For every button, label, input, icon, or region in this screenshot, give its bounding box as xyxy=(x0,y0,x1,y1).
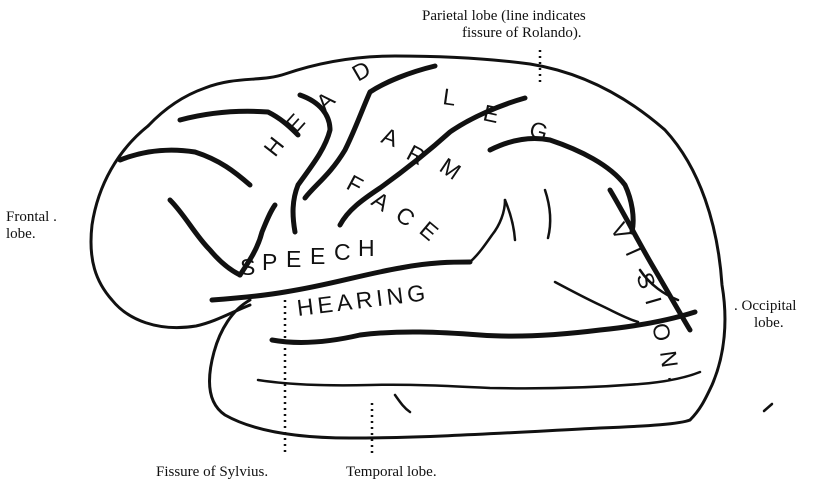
caption-frontal-line1: Frontal . xyxy=(6,209,57,225)
temporal-occipital-branch xyxy=(555,282,638,322)
superior-frontal-sulcus xyxy=(180,111,298,135)
caption-temporal: Temporal lobe. xyxy=(346,464,437,480)
label-head-2: E xyxy=(280,107,311,137)
label-face-4: E xyxy=(415,216,445,247)
label-face-3: C xyxy=(391,201,421,233)
print-mark xyxy=(764,404,772,411)
label-arm-1: A xyxy=(378,122,403,152)
label-head-1: H xyxy=(258,130,290,161)
label-leg-2: E xyxy=(481,99,503,128)
inferior-frontal-sulcus xyxy=(120,150,250,185)
frontal-branch xyxy=(170,200,240,275)
parietal-small-sulcus-1 xyxy=(505,200,515,240)
label-vision-5: O xyxy=(647,321,677,346)
caption-frontal-line2: lobe. xyxy=(6,226,36,242)
caption-occipital-line1: . Occipital xyxy=(734,298,796,314)
parietal-small-sulcus-2 xyxy=(545,190,550,238)
temporal-outline xyxy=(210,300,690,438)
supramarginal-sulcus xyxy=(470,200,505,262)
label-speech-6: H xyxy=(358,235,377,261)
label-speech-4: E xyxy=(310,243,327,269)
label-speech-3: E xyxy=(286,246,303,272)
label-vision-2: I xyxy=(620,243,647,261)
caption-occipital-line2: lobe. xyxy=(754,315,784,331)
label-vision-6: N xyxy=(655,349,683,371)
brain-outline xyxy=(91,56,725,438)
label-arm-3: M xyxy=(435,153,467,186)
occipital-sulcus xyxy=(610,190,690,330)
label-speech-2: P xyxy=(262,249,279,275)
inferior-temporal-sulcus xyxy=(258,372,700,388)
label-speech-5: C xyxy=(334,239,353,265)
label-vision-7: . xyxy=(663,374,690,385)
label-head-3: A xyxy=(311,85,341,116)
caption-parietal-line1: Parietal lobe (line indicates xyxy=(422,8,586,24)
label-vision-4: I xyxy=(640,294,667,309)
temporal-small-sulcus xyxy=(395,395,410,412)
label-vision-3: S xyxy=(631,269,661,294)
caption-parietal-line2: fissure of Rolando). xyxy=(462,25,582,41)
caption-sylvius: Fissure of Sylvius. xyxy=(156,464,268,480)
label-speech-1: S xyxy=(240,254,257,280)
superior-temporal-sulcus xyxy=(272,312,695,342)
label-leg-1: L xyxy=(441,83,459,111)
